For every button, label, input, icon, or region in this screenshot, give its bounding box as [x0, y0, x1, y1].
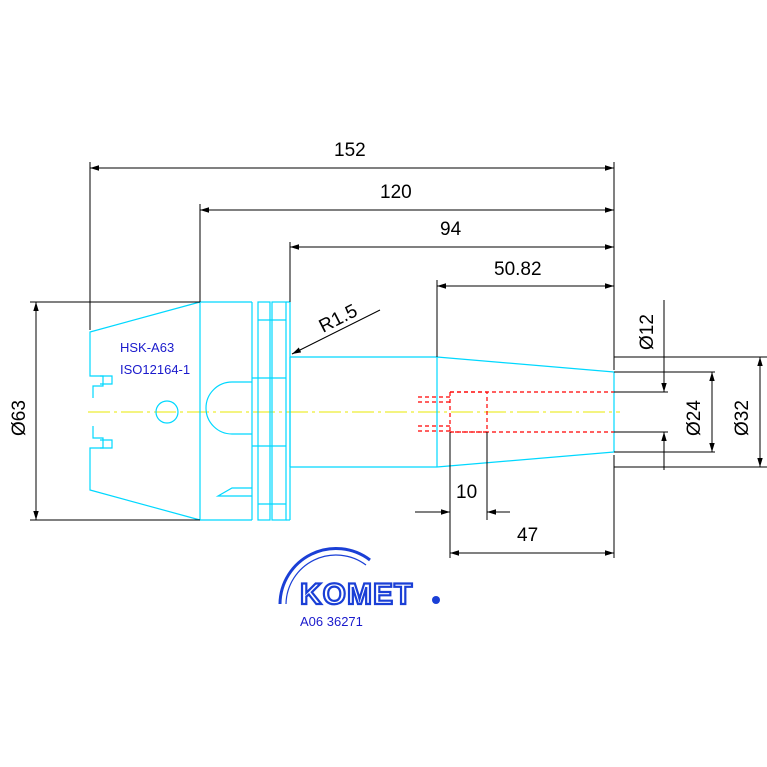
dim-50-82: 50.82 — [494, 259, 542, 280]
dim-d12: Ø12 — [637, 314, 658, 350]
dimension-lines — [33, 165, 763, 556]
tool-holder-outline — [89, 301, 615, 521]
dim-r1-5: R1.5 — [316, 301, 361, 338]
logo-arc — [278, 547, 371, 605]
shank-type-label: HSK-A63 — [120, 340, 174, 355]
registered-icon — [432, 596, 440, 604]
logo-text: KOMET — [300, 578, 413, 611]
extension-lines — [30, 162, 767, 558]
dim-94: 94 — [440, 219, 462, 240]
dim-47: 47 — [517, 525, 538, 546]
komet-logo: KOMET — [278, 547, 440, 612]
hidden-bore — [418, 391, 614, 433]
dim-152: 152 — [334, 140, 366, 161]
dim-120: 120 — [380, 182, 412, 203]
dim-10: 10 — [456, 482, 477, 503]
dim-d24: Ø24 — [684, 400, 705, 436]
dim-d63: Ø63 — [9, 400, 30, 436]
standard-label: ISO12164-1 — [120, 362, 190, 377]
dim-d32: Ø32 — [732, 400, 753, 436]
article-number: A06 36271 — [300, 614, 363, 629]
